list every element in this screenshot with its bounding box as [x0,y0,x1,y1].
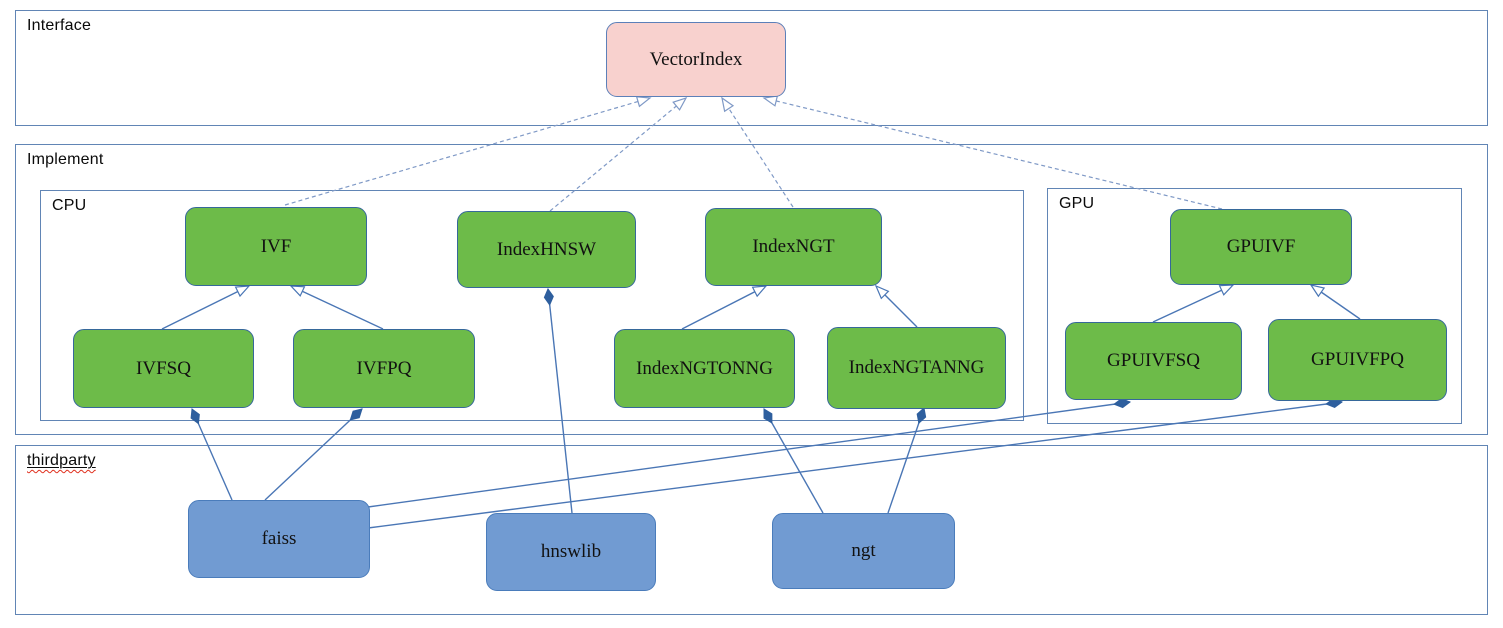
container-thirdparty[interactable]: thirdparty [15,445,1488,615]
container-label-interface: Interface [27,17,92,34]
container-label-cpu: CPU [52,197,87,214]
node-label: GPUIVF [1226,236,1296,257]
node-faiss[interactable]: faiss [188,500,370,578]
edge-inherit-gpuivfpq-to-gpuivf [1311,285,1361,320]
node-label: IndexNGTANNG [848,357,985,378]
container-label-gpu: GPU [1059,195,1095,212]
edge-inherit-gpuivfsq-to-gpuivf [1152,285,1233,323]
node-indexngtonng[interactable]: IndexNGTONNG [614,329,795,408]
edge-compose-ngt-to-indexngtanng [887,408,924,514]
edge-inherit-ivfpq-to-ivf [291,286,384,330]
edge-realize-indexhnsw-to-vectorindex [549,98,686,212]
edge-inherit-ivfsq-to-ivf [161,286,249,330]
node-gpuivf[interactable]: GPUIVF [1170,209,1352,285]
node-label: IndexNGT [752,236,835,257]
edge-compose-ngt-to-indexngtonng [763,409,824,514]
node-label: GPUIVFSQ [1107,350,1200,371]
container-cpu[interactable]: CPU [40,190,1024,421]
container-label-thirdparty: thirdparty [27,452,96,470]
node-label: faiss [261,528,297,549]
node-label: VectorIndex [649,48,743,70]
edge-inherit-indexngtanng-to-indexngt [876,286,918,328]
node-label: IndexNGTONNG [636,357,773,379]
edge-inherit-indexngtonng-to-indexngt [681,286,766,330]
node-label: GPUIVFPQ [1311,349,1404,370]
node-hnswlib[interactable]: hnswlib [486,513,656,591]
node-label: IVFSQ [136,357,191,379]
edge-compose-faiss-to-gpuivfpq [367,402,1342,529]
node-ngt[interactable]: ngt [772,513,955,589]
edge-compose-hnswlib-to-indexhnsw [548,289,573,514]
edge-compose-faiss-to-ivfpq [264,409,362,501]
node-ivf[interactable]: IVF [185,207,367,286]
node-label: hnswlib [540,541,602,562]
node-gpuivfsq[interactable]: GPUIVFSQ [1065,322,1242,400]
edge-realize-ivf-to-vectorindex [284,98,650,206]
node-label: ngt [851,540,876,561]
spellcheck-underlined-text: thirdparty [27,452,96,469]
edge-compose-faiss-to-ivfsq [192,409,233,501]
node-label: IndexHNSW [496,238,597,260]
node-vectorindex[interactable]: VectorIndex [606,22,786,97]
container-gpu[interactable]: GPU [1047,188,1462,424]
edge-compose-faiss-to-gpuivfsq [367,402,1130,508]
node-indexhnsw[interactable]: IndexHNSW [457,211,636,288]
container-implement[interactable]: Implement [15,144,1488,435]
edge-realize-indexngt-to-vectorindex [722,98,794,208]
node-indexngt[interactable]: IndexNGT [705,208,882,286]
node-label: IVF [260,235,292,257]
node-ivfpq[interactable]: IVFPQ [293,329,475,408]
node-indexngtanng[interactable]: IndexNGTANNG [827,327,1006,409]
container-label-implement: Implement [27,151,104,168]
node-gpuivfpq[interactable]: GPUIVFPQ [1268,319,1447,401]
node-label: IVFPQ [356,357,412,379]
node-ivfsq[interactable]: IVFSQ [73,329,254,408]
edge-realize-gpuivf-to-vectorindex [764,98,1223,210]
container-interface[interactable]: Interface [15,10,1488,126]
